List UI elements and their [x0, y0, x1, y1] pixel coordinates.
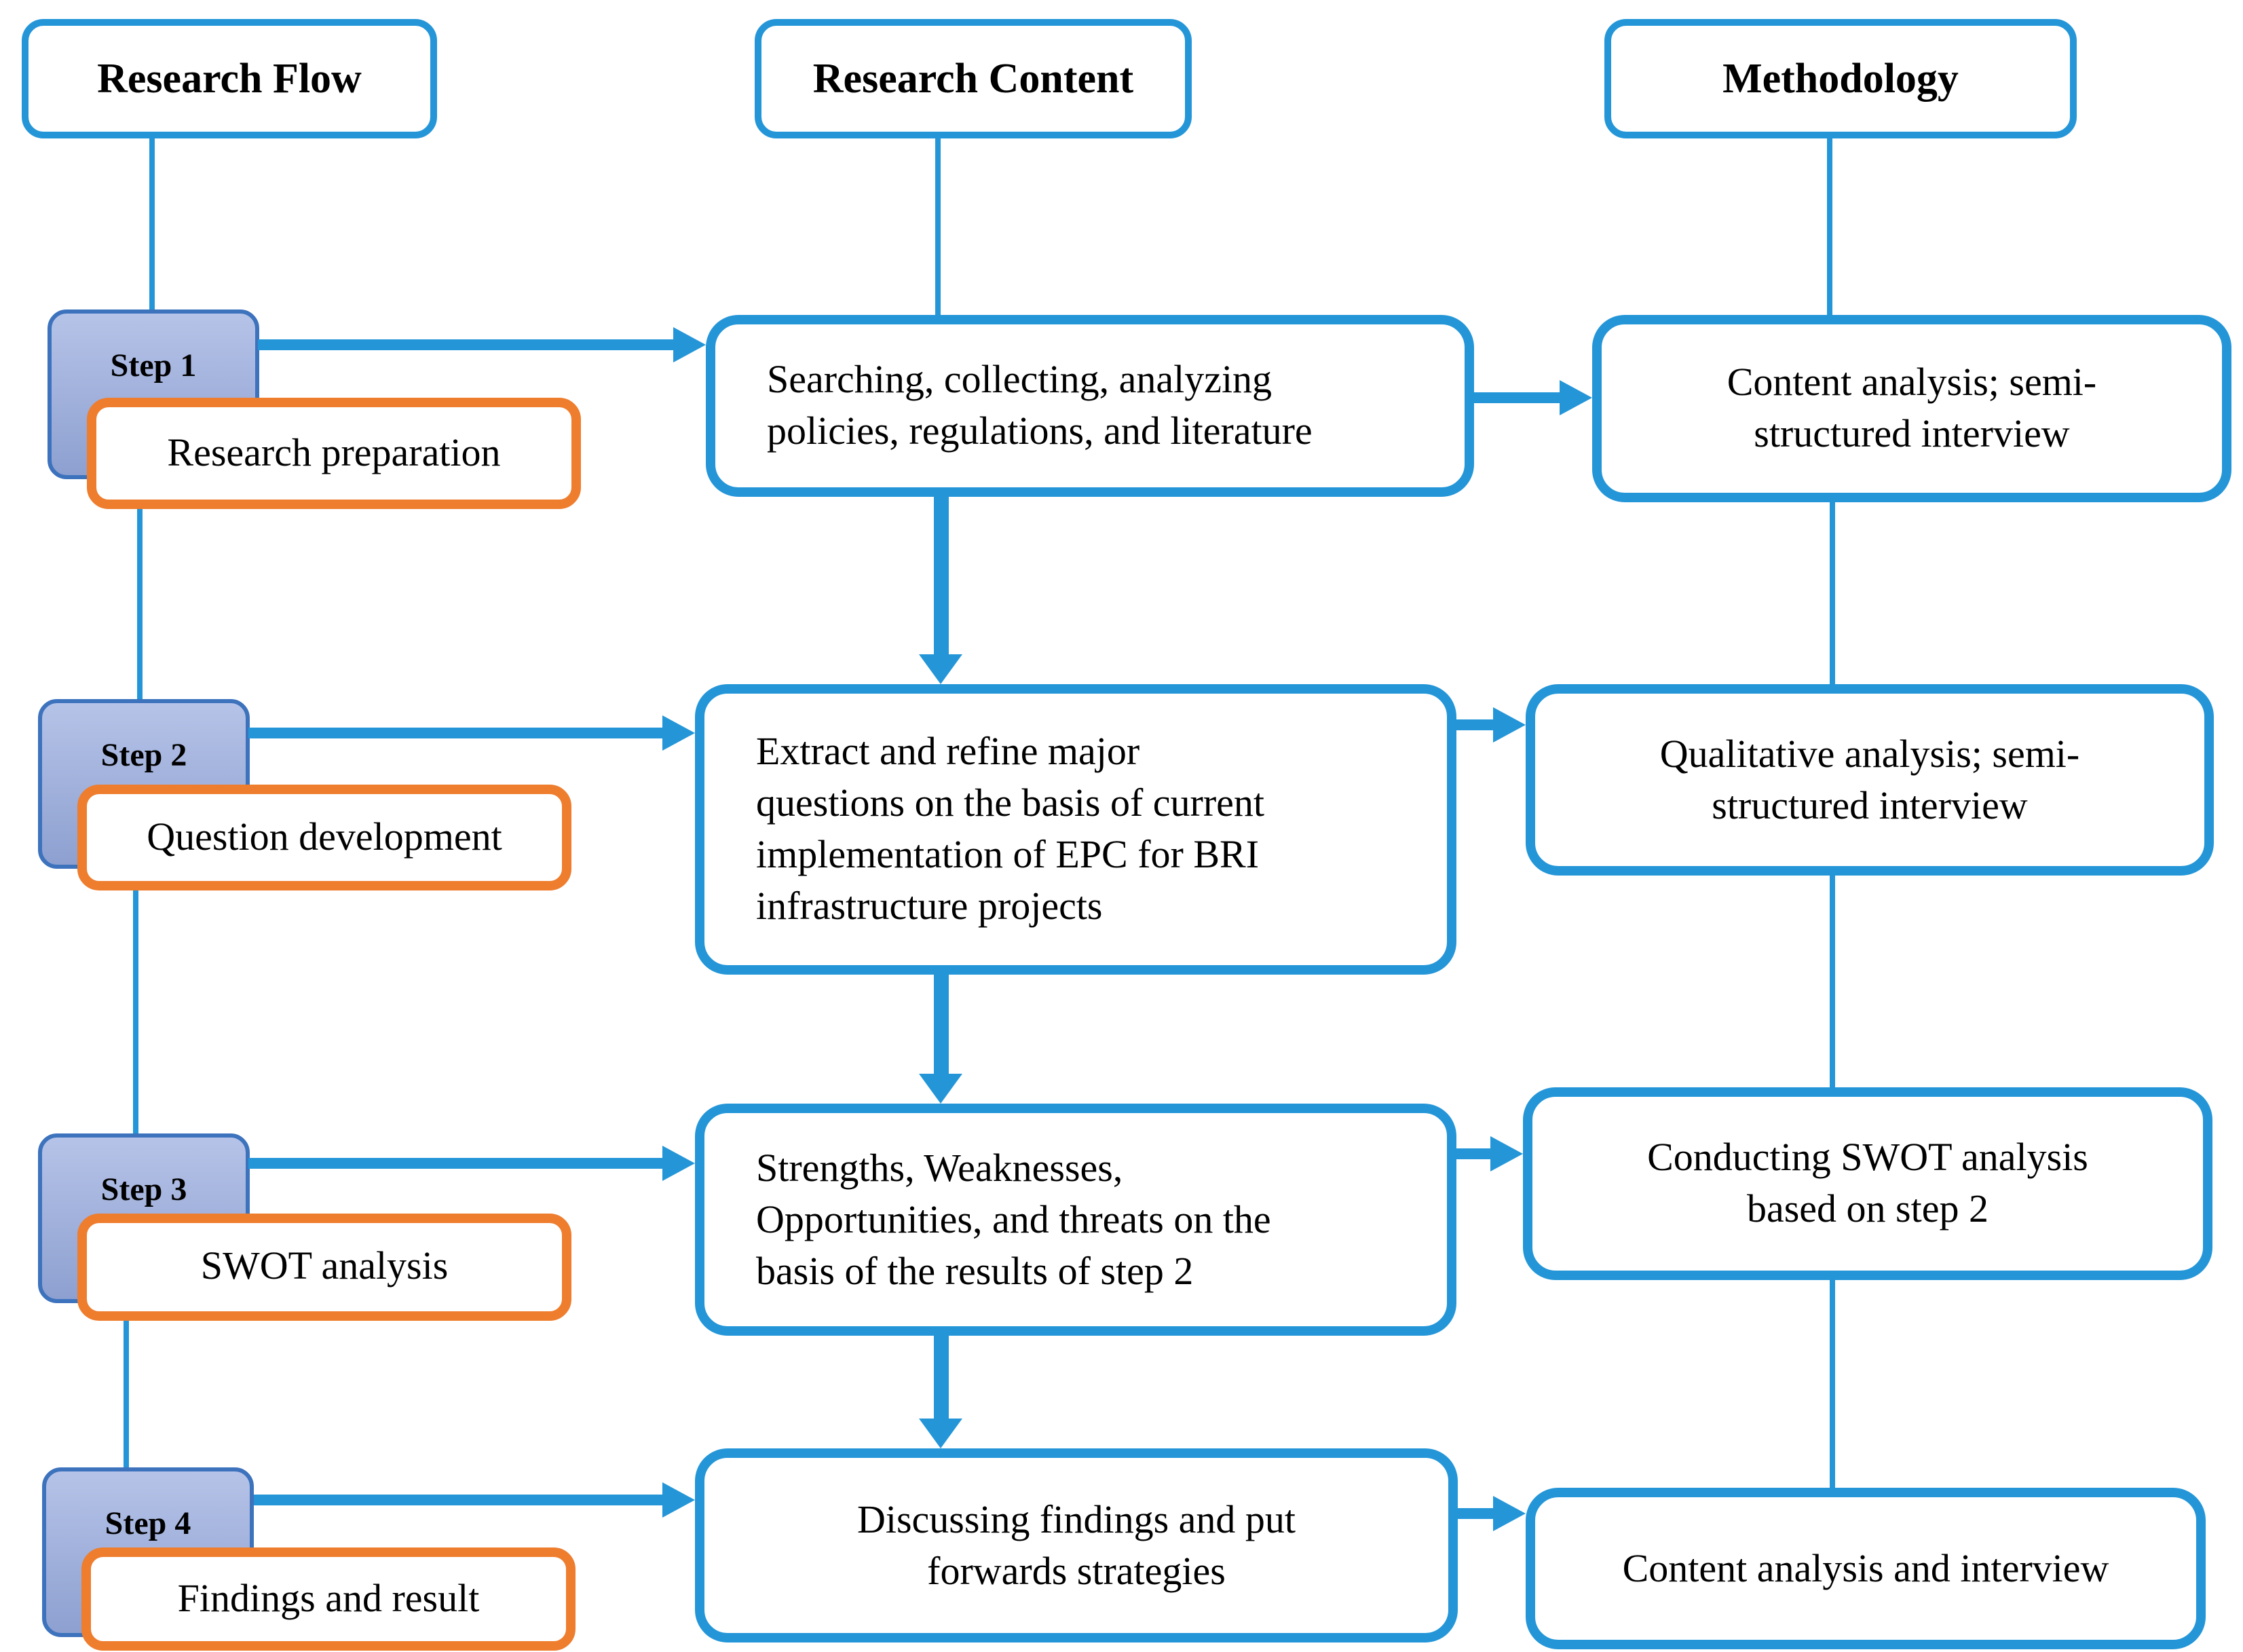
arrow-step4-to-content4-head — [662, 1482, 695, 1518]
arrow-step1-to-content1-head — [673, 327, 706, 362]
step-3-label: Step 3 — [100, 1173, 187, 1208]
connector-content-header-to-box1 — [935, 137, 941, 315]
content-box-1-text: Searching, collecting, analyzing policie… — [767, 358, 1313, 453]
arrow-step1-to-content1-shaft — [258, 339, 673, 350]
content-box-3-text: Strengths, Weaknesses, Opportunities, an… — [756, 1146, 1271, 1293]
arrow-step3-to-content3-shaft — [248, 1158, 662, 1169]
arrow-content2-to-content3-head — [919, 1074, 962, 1104]
methodology-box-3: Conducting SWOT analysis based on step 2 — [1523, 1087, 2212, 1280]
connector-methodology-box3-to-box4 — [1830, 1279, 1835, 1488]
step-1-name-label: Research preparation — [167, 431, 501, 474]
step-2-label: Step 2 — [100, 738, 187, 774]
arrow-content1-to-methodology1-head — [1560, 380, 1592, 415]
column-header-research-flow-label: Research Flow — [97, 54, 362, 102]
arrow-step2-to-content2-head — [662, 715, 695, 751]
arrow-content2-to-methodology2-shaft — [1455, 719, 1493, 730]
content-box-4-text: Discussing findings and put forwards str… — [856, 1498, 1296, 1593]
content-box-1: Searching, collecting, analyzing policie… — [706, 315, 1474, 497]
step-1-name-box: Research preparation — [87, 398, 581, 509]
connector-step1-to-step2 — [137, 506, 143, 699]
column-header-research-content: Research Content — [755, 19, 1192, 138]
arrow-step4-to-content4-shaft — [254, 1495, 662, 1505]
methodology-box-3-text: Conducting SWOT analysis based on step 2 — [1647, 1136, 2088, 1231]
content-box-2: Extract and refine major questions on th… — [695, 684, 1456, 975]
content-box-4: Discussing findings and put forwards str… — [695, 1448, 1458, 1642]
arrow-content3-to-methodology3-shaft — [1456, 1148, 1490, 1159]
content-box-2-text: Extract and refine major questions on th… — [756, 730, 1265, 928]
step-4-name-label: Findings and result — [177, 1577, 480, 1620]
arrow-step3-to-content3-head — [662, 1146, 695, 1181]
step-2-name-label: Question development — [147, 815, 502, 859]
column-header-methodology: Methodology — [1604, 19, 2077, 138]
methodology-box-2-text: Qualitative analysis; semi- structured i… — [1659, 732, 2080, 827]
connector-methodology-box1-to-box2 — [1830, 501, 1835, 684]
step-4-name-box: Findings and result — [81, 1547, 576, 1651]
connector-methodology-box2-to-box3 — [1830, 874, 1835, 1087]
arrow-content1-to-methodology1-shaft — [1474, 392, 1560, 403]
methodology-box-2: Qualitative analysis; semi- structured i… — [1526, 684, 2214, 876]
arrow-content3-to-content4-head — [919, 1419, 962, 1448]
connector-step2-to-step3 — [133, 886, 138, 1133]
methodology-box-1: Content analysis; semi- structured inter… — [1592, 315, 2231, 502]
methodology-box-4: Content analysis and interview — [1526, 1488, 2206, 1649]
step-1-label: Step 1 — [110, 349, 197, 384]
connector-flow-header-to-step1 — [149, 137, 155, 309]
step-3-name-box: SWOT analysis — [77, 1214, 571, 1321]
content-box-3: Strengths, Weaknesses, Opportunities, an… — [695, 1104, 1456, 1336]
arrow-content4-to-methodology4-head — [1493, 1496, 1526, 1531]
arrow-content1-to-content2-shaft — [934, 495, 949, 654]
step-2-name-box: Question development — [77, 785, 571, 890]
column-header-research-flow: Research Flow — [22, 19, 437, 138]
arrow-content2-to-content3-shaft — [934, 975, 949, 1074]
arrow-content4-to-methodology4-shaft — [1458, 1508, 1493, 1519]
connector-step3-to-step4 — [124, 1318, 129, 1467]
step-3-name-label: SWOT analysis — [200, 1245, 449, 1288]
step-4-label: Step 4 — [105, 1507, 191, 1542]
arrow-content2-to-methodology2-head — [1493, 707, 1526, 743]
methodology-box-1-text: Content analysis; semi- structured inter… — [1727, 361, 2097, 456]
arrow-content3-to-content4-shaft — [934, 1336, 949, 1419]
arrow-content3-to-methodology3-head — [1490, 1136, 1523, 1171]
methodology-box-4-text: Content analysis and interview — [1622, 1547, 2109, 1590]
column-header-research-content-label: Research Content — [812, 54, 1134, 102]
arrow-content1-to-content2-head — [919, 654, 962, 684]
connector-methodology-header-to-box1 — [1827, 137, 1832, 315]
column-header-methodology-label: Methodology — [1722, 54, 1959, 102]
arrow-step2-to-content2-shaft — [248, 728, 662, 738]
